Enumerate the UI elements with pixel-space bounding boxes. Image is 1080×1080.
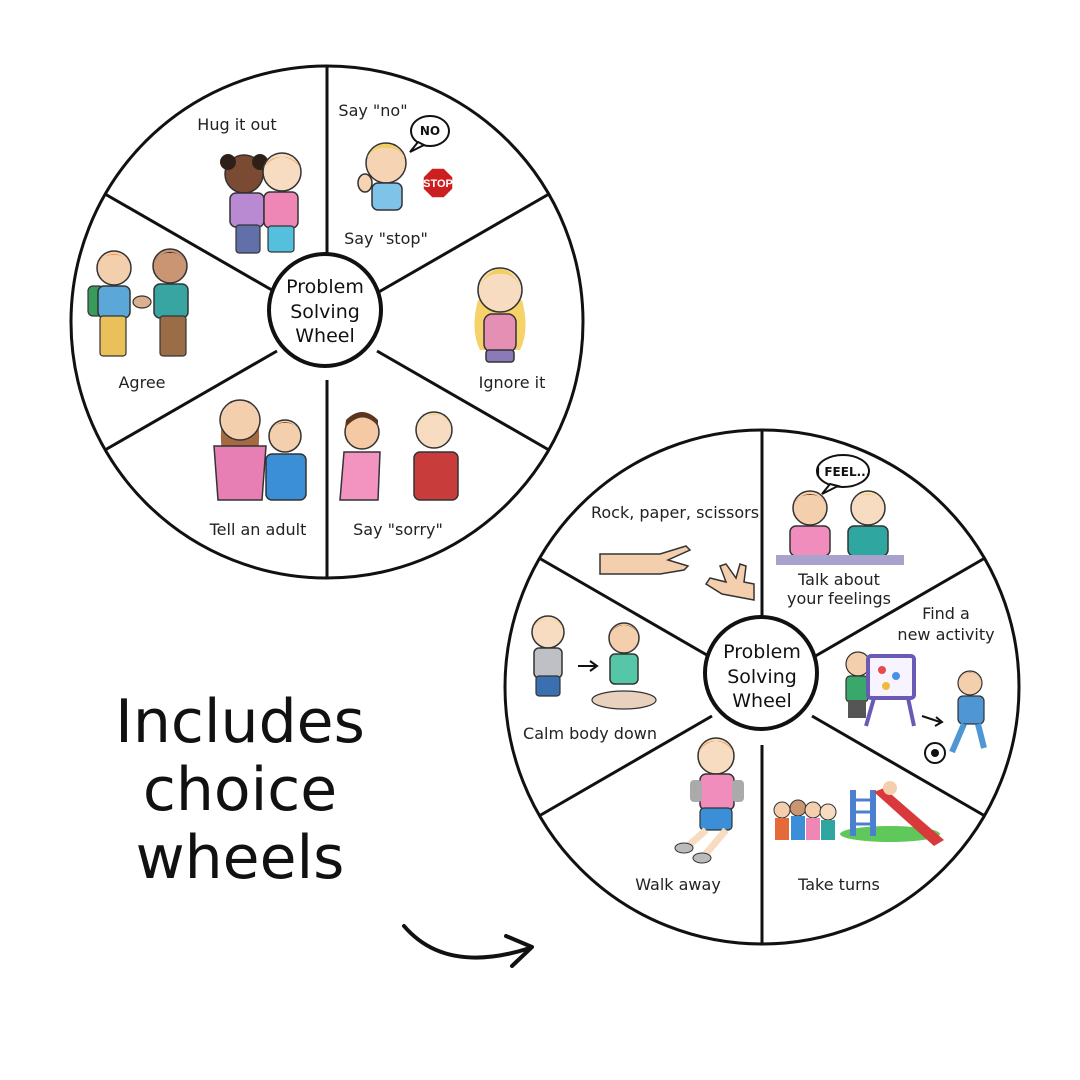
girl-crossed-arms-icon bbox=[474, 267, 526, 363]
wheel-2-dividers bbox=[538, 430, 986, 944]
center-label-line-3: Wheel bbox=[295, 325, 355, 347]
stop-sign-icon: STOP bbox=[422, 167, 454, 199]
stop-sign-text: STOP bbox=[423, 178, 453, 190]
bubble-text: I FEEL... bbox=[816, 465, 871, 479]
segment-label: Agree bbox=[118, 373, 165, 392]
segment-label: Hug it out bbox=[197, 115, 276, 134]
adult-and-child-icon bbox=[213, 399, 307, 501]
wheel-1-segment-ignore-it: Ignore it bbox=[474, 267, 546, 392]
wheel-1-center-hub: Problem Solving Wheel bbox=[267, 252, 383, 368]
child-hand-up-icon bbox=[357, 142, 407, 211]
caption-heading: Includes choice wheels bbox=[110, 688, 370, 892]
segment-label: Calm body down bbox=[523, 724, 657, 743]
hands-game-icon bbox=[599, 545, 755, 601]
wheel-1-dividers bbox=[104, 66, 550, 578]
curved-arrow-icon bbox=[402, 924, 534, 968]
segment-label: Walk away bbox=[635, 875, 721, 894]
wheel-1-segment-say-sorry: Say "sorry" bbox=[339, 411, 459, 539]
caption-line-1: Includes bbox=[115, 687, 365, 757]
problem-solving-wheel-2: I FEEL... Talk about your feelings Find … bbox=[503, 428, 1021, 946]
problem-solving-wheel-1: Say "no" NO STOP Say "stop" bbox=[69, 64, 585, 580]
bubble-text: NO bbox=[420, 124, 440, 138]
center-label-line-3: Wheel bbox=[732, 690, 792, 712]
segment-label-2: Say "stop" bbox=[344, 229, 428, 248]
segment-label: Say "sorry" bbox=[353, 520, 443, 539]
segment-label: Ignore it bbox=[479, 373, 546, 392]
center-label-line-1: Problem bbox=[723, 641, 801, 663]
wheel-2-segment-talk-about-feelings: I FEEL... Talk about your feelings bbox=[776, 454, 904, 608]
caption-line-2: choice bbox=[142, 755, 338, 825]
wheel-2-segment-calm-body-down: Calm body down bbox=[523, 615, 657, 743]
wheel-1-segment-agree: Agree bbox=[87, 248, 189, 392]
center-label-line-2: Solving bbox=[727, 666, 797, 688]
wheel-2-segment-take-turns: Take turns bbox=[773, 781, 944, 894]
segment-label: Tell an adult bbox=[209, 520, 307, 539]
wheel-2-center-hub: Problem Solving Wheel bbox=[703, 615, 819, 731]
caption-line-3: wheels bbox=[135, 823, 345, 893]
wheel-2-segment-rock-paper-scissors: Rock, paper, scissors bbox=[591, 503, 759, 601]
segment-label-2: new activity bbox=[897, 625, 994, 644]
wheel-2-segment-walk-away: Walk away bbox=[635, 737, 744, 894]
segment-label: Say "no" bbox=[338, 101, 407, 120]
wheel-1-segment-hug-it-out: Hug it out bbox=[197, 115, 302, 254]
children-talking-icon bbox=[776, 490, 904, 565]
center-label-line-1: Problem bbox=[286, 276, 364, 298]
segment-label-2: your feelings bbox=[787, 589, 891, 608]
segment-label: Talk about bbox=[797, 570, 880, 589]
center-label-line-2: Solving bbox=[290, 301, 360, 323]
wheel-1-segment-tell-an-adult: Tell an adult bbox=[209, 399, 307, 539]
segment-label: Find a bbox=[922, 604, 970, 623]
segment-label: Rock, paper, scissors bbox=[591, 503, 759, 522]
segment-label: Take turns bbox=[797, 875, 880, 894]
upset-to-calm-child-icon bbox=[531, 615, 657, 710]
speech-bubble-icon: I FEEL... bbox=[816, 454, 871, 495]
easel-and-soccer-icon bbox=[845, 651, 987, 764]
child-walking-icon bbox=[674, 737, 744, 864]
wheel-2-segment-find-new-activity: Find a new activity bbox=[845, 604, 995, 764]
children-shaking-hands-icon bbox=[87, 248, 189, 357]
children-slide-icon bbox=[773, 781, 944, 846]
wheel-1-segment-say-no: Say "no" NO STOP Say "stop" bbox=[338, 101, 454, 248]
two-children-apologizing-icon bbox=[339, 411, 459, 501]
children-hugging-icon bbox=[220, 152, 302, 254]
speech-bubble-icon: NO bbox=[409, 115, 450, 153]
